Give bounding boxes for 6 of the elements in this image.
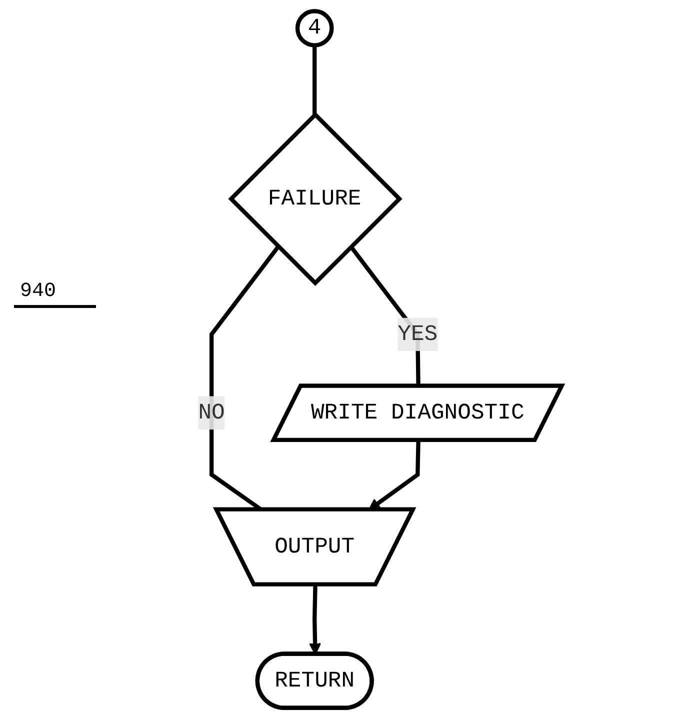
edge-label: NO (198, 400, 225, 426)
node-diamond: FAILURE (228, 112, 402, 286)
edge-label: YES (398, 322, 438, 347)
node-circle: 4 (295, 9, 334, 48)
connector (312, 45, 317, 115)
reference-number: 940 (14, 280, 96, 308)
